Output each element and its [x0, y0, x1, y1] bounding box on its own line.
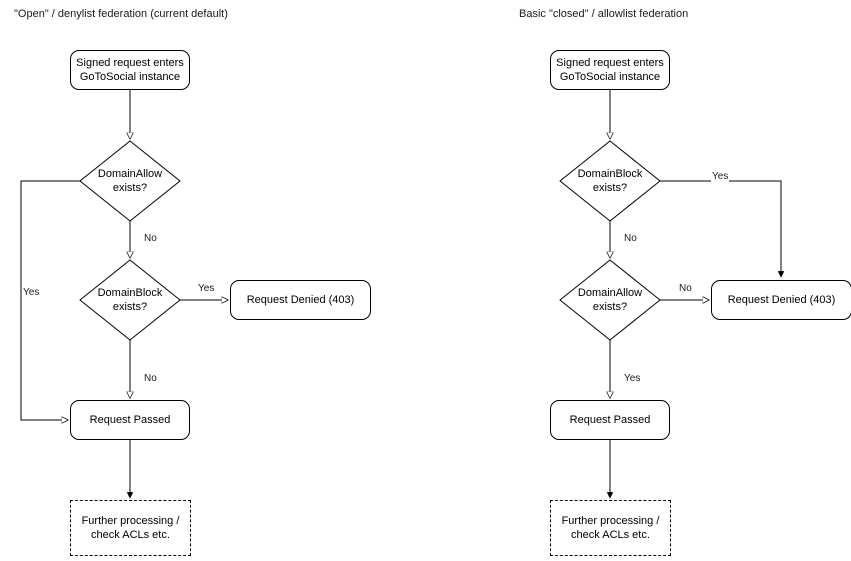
decision-domainallow-right[interactable]: [559, 259, 661, 341]
node-further-processing-left[interactable]: Further processing / check ACLs etc.: [70, 500, 191, 556]
node-request-passed-right[interactable]: Request Passed: [550, 400, 670, 440]
decision-domainblock-left[interactable]: [79, 259, 181, 341]
node-request-denied-left[interactable]: Request Denied (403): [230, 280, 371, 320]
decision-domainblock-right[interactable]: [559, 140, 661, 222]
edge-domainblock-yes-right: [660, 180, 785, 278]
node-label: Request Passed: [89, 414, 171, 426]
node-further-processing-right[interactable]: Further processing / check ACLs etc.: [550, 500, 671, 556]
node-label: Request Denied (403): [727, 294, 836, 306]
diagram-title-closed-allowlist: Basic "closed" / allowlist federation: [519, 8, 689, 20]
node-request-denied-right[interactable]: Request Denied (403): [711, 280, 851, 320]
node-label: Further processing / check ACLs etc.: [561, 515, 660, 541]
edge-domainallow-yes-left: [20, 180, 80, 420]
node-label: Request Passed: [569, 414, 651, 426]
decision-domainallow-left[interactable]: [79, 140, 181, 222]
node-request-passed-left[interactable]: Request Passed: [70, 400, 190, 440]
node-signed-request-entry-right[interactable]: Signed request enters GoToSocial instanc…: [550, 50, 670, 90]
node-label: Further processing / check ACLs etc.: [81, 515, 180, 541]
node-label: Signed request enters GoToSocial instanc…: [76, 57, 184, 83]
node-signed-request-entry-left[interactable]: Signed request enters GoToSocial instanc…: [70, 50, 190, 90]
node-label: Signed request enters GoToSocial instanc…: [556, 57, 664, 83]
diagram-title-open-denylist: "Open" / denylist federation (current de…: [14, 8, 228, 20]
node-label: Request Denied (403): [246, 294, 355, 306]
